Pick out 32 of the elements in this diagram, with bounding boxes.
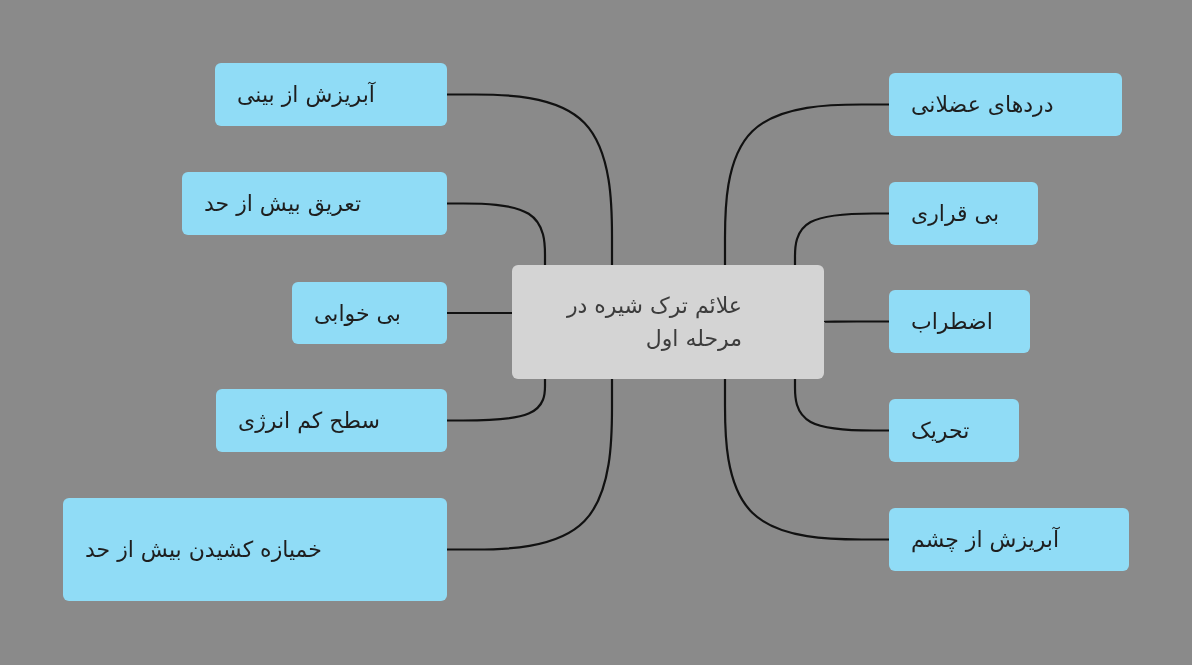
node-text: بی خوابی xyxy=(314,299,401,328)
connector-line xyxy=(723,103,889,265)
topic-box xyxy=(512,265,824,379)
node-text: آبریزش از چشم xyxy=(911,525,1060,555)
symptom-box xyxy=(216,389,447,452)
node-text: تعریق بیش از حد xyxy=(204,190,362,218)
symptom-box xyxy=(889,73,1122,136)
symptom-box xyxy=(889,508,1129,571)
connector-line xyxy=(447,379,614,551)
node-text: تحریک xyxy=(911,417,970,445)
connector-line xyxy=(822,320,889,324)
node-text: آبریزش از بینی xyxy=(237,80,375,109)
symptom-box xyxy=(215,63,447,126)
connector-line xyxy=(447,311,514,315)
node-text: دردهای عضلانی xyxy=(911,91,1054,119)
connector-line xyxy=(793,379,889,432)
connector-line xyxy=(793,212,889,265)
symptom-box xyxy=(182,172,447,235)
node-text: خمیازه کشیدن بیش از حد xyxy=(85,536,323,564)
node-text: بی قراری xyxy=(911,200,1000,228)
symptom-box xyxy=(889,399,1019,462)
symptom-box xyxy=(889,182,1038,245)
connector-line xyxy=(447,379,547,422)
connector-line xyxy=(723,379,889,541)
symptom-box xyxy=(889,290,1030,353)
connector-line xyxy=(447,93,614,265)
symptom-box xyxy=(63,498,447,601)
node-text: علائم ترک شیره در مرحله اول xyxy=(565,292,743,353)
node-text: اضطراب xyxy=(911,308,993,336)
node-text: سطح کم انرژی xyxy=(238,407,380,436)
connector-line xyxy=(447,202,547,265)
symptom-box xyxy=(292,282,447,344)
